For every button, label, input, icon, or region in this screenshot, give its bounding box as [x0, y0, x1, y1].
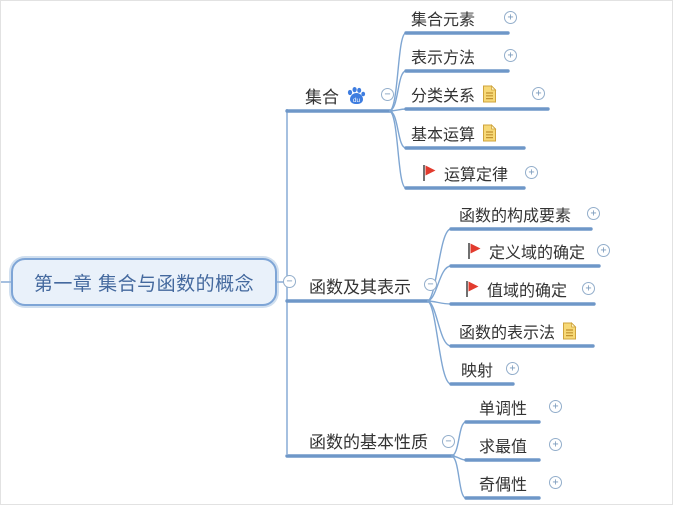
subtopic-representation-methods[interactable]: 表示方法	[411, 45, 476, 67]
subtopic-label: 运算定律	[444, 166, 509, 184]
svg-text:du: du	[353, 97, 361, 104]
expand-toggle-function-components[interactable]: +	[587, 207, 600, 220]
root-topic[interactable]: 第一章 集合与函数的概念	[11, 258, 277, 306]
expand-toggle-set-elements[interactable]: +	[504, 11, 517, 24]
branch-topic-sets-label: 集合	[305, 88, 339, 107]
expand-toggle-mapping[interactable]: +	[506, 362, 519, 375]
collapse-toggle-functions-representation[interactable]: −	[424, 278, 437, 291]
subtopic-function-components[interactable]: 函数的构成要素	[459, 203, 572, 225]
notes-icon[interactable]	[482, 123, 497, 142]
red-flag-marker-icon	[466, 242, 482, 260]
subtopic-label: 分类关系	[411, 87, 476, 105]
branch-topic-sets[interactable]: 集合 du	[305, 85, 367, 107]
expand-toggle-operation-laws[interactable]: +	[525, 166, 538, 179]
notes-icon[interactable]	[482, 84, 497, 103]
expand-toggle-representation-methods[interactable]: +	[504, 49, 517, 62]
subtopic-mapping[interactable]: 映射	[461, 358, 494, 380]
collapse-toggle-function-properties[interactable]: −	[442, 435, 455, 448]
subtopic-operation-laws[interactable]: 运算定律	[421, 162, 509, 184]
red-flag-marker-icon	[464, 280, 480, 298]
collapse-toggle-sets[interactable]: −	[381, 88, 394, 101]
collapse-toggle-root[interactable]: −	[283, 275, 296, 288]
expand-toggle-maximum-minimum[interactable]: +	[549, 438, 562, 451]
subtopic-set-elements[interactable]: 集合元素	[411, 7, 476, 29]
expand-toggle-monotonicity[interactable]: +	[549, 400, 562, 413]
expand-toggle-classification-relations[interactable]: +	[532, 87, 545, 100]
subtopic-label: 函数的表示法	[459, 324, 556, 342]
subtopic-label: 函数的构成要素	[459, 207, 572, 225]
branch-topic-function-properties[interactable]: 函数的基本性质	[309, 430, 428, 452]
red-flag-marker-icon	[421, 164, 437, 182]
notes-icon[interactable]	[562, 321, 577, 340]
subtopic-range-determination[interactable]: 值域的确定	[464, 278, 568, 300]
branch-topic-label: 函数及其表示	[309, 278, 411, 297]
subtopic-maximum-minimum[interactable]: 求最值	[479, 434, 528, 456]
subtopic-monotonicity[interactable]: 单调性	[479, 396, 528, 418]
subtopic-classification-relations[interactable]: 分类关系	[411, 83, 497, 105]
baidu-paw-icon: du	[346, 86, 367, 105]
expand-toggle-domain-determination[interactable]: +	[597, 244, 610, 257]
subtopic-label: 集合元素	[411, 11, 476, 29]
subtopic-label: 值域的确定	[487, 282, 568, 300]
subtopic-label: 表示方法	[411, 49, 476, 67]
subtopic-domain-determination[interactable]: 定义域的确定	[466, 240, 586, 262]
subtopic-label: 求最值	[479, 438, 528, 456]
subtopic-parity[interactable]: 奇偶性	[479, 472, 528, 494]
subtopic-label: 奇偶性	[479, 476, 528, 494]
subtopic-basic-operations[interactable]: 基本运算	[411, 122, 497, 144]
expand-toggle-parity[interactable]: +	[549, 476, 562, 489]
subtopic-label: 单调性	[479, 400, 528, 418]
subtopic-label: 映射	[461, 362, 494, 380]
subtopic-function-representation-methods[interactable]: 函数的表示法	[459, 320, 577, 342]
root-topic-label: 第一章 集合与函数的概念	[33, 273, 255, 295]
subtopic-label: 定义域的确定	[489, 244, 586, 262]
branch-topic-label: 函数的基本性质	[309, 433, 428, 452]
branch-topic-functions-representation[interactable]: 函数及其表示	[309, 275, 411, 297]
expand-toggle-range-determination[interactable]: +	[582, 282, 595, 295]
subtopic-label: 基本运算	[411, 126, 476, 144]
